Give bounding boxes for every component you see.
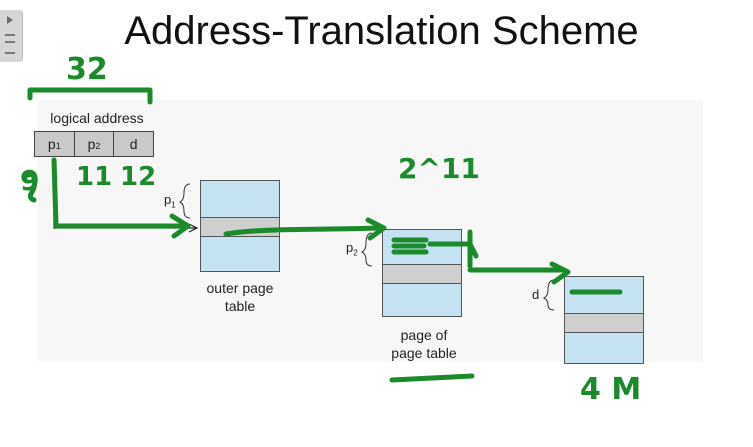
page-of-page-table-label: page of page table (391, 327, 457, 361)
pen-strokes (21, 87, 623, 383)
p2-offset-marker: p2 (346, 240, 358, 258)
play-icon[interactable] (7, 16, 13, 24)
annotation-total-bits: 32 (66, 52, 108, 87)
d-offset-marker: d (532, 287, 540, 302)
field-d: d (129, 136, 138, 152)
annotation-d-bits: 12 (120, 162, 157, 192)
annotation-memory-size: 4 M (580, 372, 642, 407)
memory-frame-entry (565, 313, 643, 333)
annotation-page-table-size: 2^11 (398, 152, 480, 185)
outer-page-table (200, 180, 280, 272)
menu-icon[interactable] (5, 34, 15, 54)
annotation-p2-bits: 11 (76, 162, 113, 192)
p1-offset-marker: p1 (164, 192, 176, 210)
logical-address-label: logical address (50, 110, 144, 126)
p2-brace (360, 232, 373, 267)
p1-brace (178, 183, 191, 219)
annotation-p1-bits: 9 (20, 164, 40, 197)
slide-nav-widget[interactable] (0, 10, 23, 62)
d-brace (542, 279, 555, 311)
outer-page-table-label: outer page table (206, 280, 274, 314)
page-table-entry (383, 264, 461, 284)
slide-title: Address-Translation Scheme (124, 9, 639, 53)
